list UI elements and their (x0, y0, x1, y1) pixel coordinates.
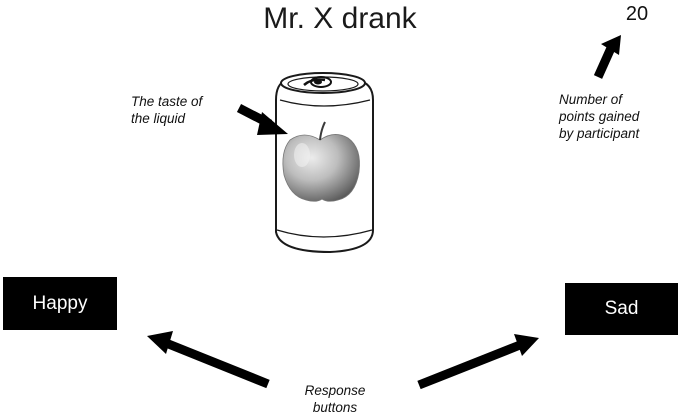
annotation-points: Number of points gained by participant (559, 91, 639, 142)
annotation-response-line-2: buttons (312, 400, 358, 415)
annotation-points-line-1: Number of (559, 92, 623, 107)
stimulus-sentence: Mr. X drank (263, 2, 417, 35)
annotation-taste-line-2: the liquid (131, 111, 186, 126)
annotation-points-line-2: points gained (559, 109, 640, 124)
annotation-response: Response buttons (270, 382, 400, 416)
apple-icon (282, 121, 360, 202)
soda-can-with-apple-icon (275, 72, 374, 254)
annotation-response-line-1: Response (304, 383, 366, 398)
arrow-to-score (593, 35, 621, 79)
arrow-to-happy-button (147, 331, 270, 389)
arrow-to-sad-button (417, 334, 539, 390)
happy-button[interactable]: Happy (3, 277, 117, 330)
arrow-to-taste (236, 104, 288, 135)
sad-button[interactable]: Sad (565, 283, 678, 335)
annotation-taste: The taste of the liquid (131, 93, 202, 127)
annotation-points-line-3: by participant (559, 126, 640, 141)
score-counter: 20 (625, 3, 649, 25)
pull-tab-icon (303, 76, 332, 88)
annotation-taste-line-1: The taste of (131, 94, 203, 109)
